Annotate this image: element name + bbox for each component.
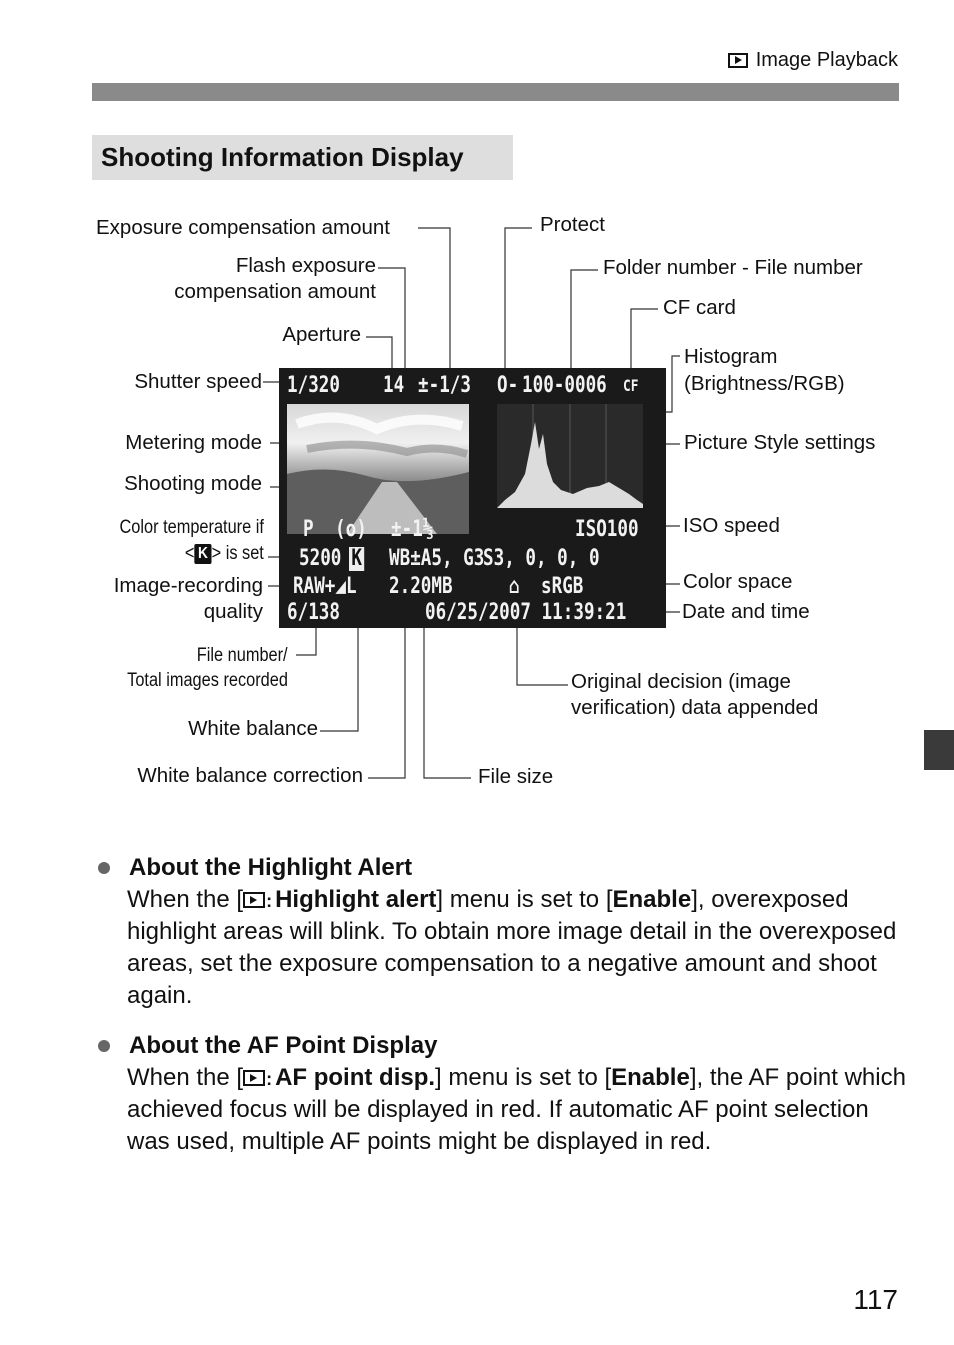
bullet-heading: About the Highlight Alert [96,852,906,884]
screen-metering: (o) [335,518,367,542]
histogram-graph [497,404,643,508]
bullet-af-point-display: About the AF Point Display When the [ AF … [96,1030,906,1158]
label-aperture: Aperture [282,322,361,348]
menu-value: Enable [612,886,691,913]
label-image-quality-1: Image-recording [114,573,263,599]
bullet-icon [98,862,110,874]
label-protect: Protect [540,212,605,238]
screen-wb: WB±A5, G3 [389,547,484,571]
screen-aperture: 14 [383,374,404,398]
screen-file: 100-0006 [522,374,607,398]
screen-quality: RAW+◢L [293,575,357,599]
label-image-quality-2: quality [204,599,263,625]
label-flash-comp-2: compensation amount [174,279,376,305]
label-original-decision-1: Original decision (image [571,669,791,695]
menu-name: AF point disp. [275,1064,435,1091]
label-histogram-2: (Brightness/RGB) [684,371,845,397]
label-color-temp-2: <K> is set [185,541,264,566]
label-iso: ISO speed [683,513,780,539]
menu-value: Enable [611,1064,690,1091]
playback-menu-icon [243,1070,265,1086]
body-text: When the [ [127,1064,243,1091]
bullet-body: When the [ AF point disp.] menu is set to… [96,1062,906,1158]
screen-count: 6/138 [287,601,340,625]
label-file-size: File size [478,764,553,790]
label-histogram-1: Histogram [684,344,777,370]
screen-shutter: 1/320 [287,374,340,398]
screen-datetime: 06/25/2007 11:39:21 [425,601,626,625]
screen-exposure: ±-1/3 [418,374,471,398]
camera-lcd-screen: 1/320 14 ±-1/3 O- 100-0006 CF P (o) ±-1⅓… [279,368,666,628]
label-wb-correction: White balance correction [137,763,363,789]
label-cf-card: CF card [663,295,736,321]
label-flash-comp-1: Flash exposure [236,253,376,279]
screen-lock: ⌂ [509,575,520,599]
label-color-temp-close: > is set [212,543,264,564]
screen-k: K [349,547,364,571]
label-picture-style: Picture Style settings [684,430,875,456]
landscape-image [287,404,469,534]
screen-iso: ISO100 [575,518,639,542]
screen-protect: O- [497,374,518,398]
body-text: When the [ [127,886,243,913]
histogram-curve [497,404,643,508]
screen-size: 2.20MB [389,575,453,599]
page-number: 117 [853,1284,898,1316]
body-text: ] menu is set to [ [435,1064,611,1091]
label-exposure-comp: Exposure compensation amount [96,215,390,241]
screen-flash: ±-1⅓ [391,518,433,542]
bullet-icon [98,1040,110,1052]
bullet-heading: About the AF Point Display [96,1030,906,1062]
screen-cf: CF [623,374,638,398]
bullet-highlight-alert: About the Highlight Alert When the [ High… [96,852,906,1012]
label-color-temp-open: < [185,543,195,564]
body-text: ] menu is set to [ [436,886,612,913]
label-color-temp-1: Color temperature if [120,515,264,540]
label-color-space: Color space [683,569,792,595]
label-date-time: Date and time [682,599,810,625]
label-shutter: Shutter speed [134,369,262,395]
label-metering: Metering mode [125,430,262,456]
menu-name: Highlight alert [275,886,436,913]
k-icon: K [195,544,212,564]
label-shooting-mode: Shooting mode [124,471,262,497]
label-original-decision-2: verification) data appended [571,695,818,721]
label-file-number-1: File number/ [197,643,288,668]
screen-colorspace: sRGB [541,575,583,599]
screen-style: S3, 0, 0, 0 [483,547,600,571]
thumbnail-photo [287,404,469,534]
screen-mode: P [303,518,314,542]
playback-menu-icon [243,892,265,908]
screen-color-temp: 5200 [299,547,341,571]
label-file-number-2: Total images recorded [127,668,288,693]
bullet-body: When the [ Highlight alert] menu is set t… [96,884,906,1012]
label-folder-file: Folder number - File number [603,255,863,281]
bullet-heading-text: About the AF Point Display [129,1030,437,1062]
bullet-heading-text: About the Highlight Alert [129,852,412,884]
label-white-balance: White balance [188,716,318,742]
